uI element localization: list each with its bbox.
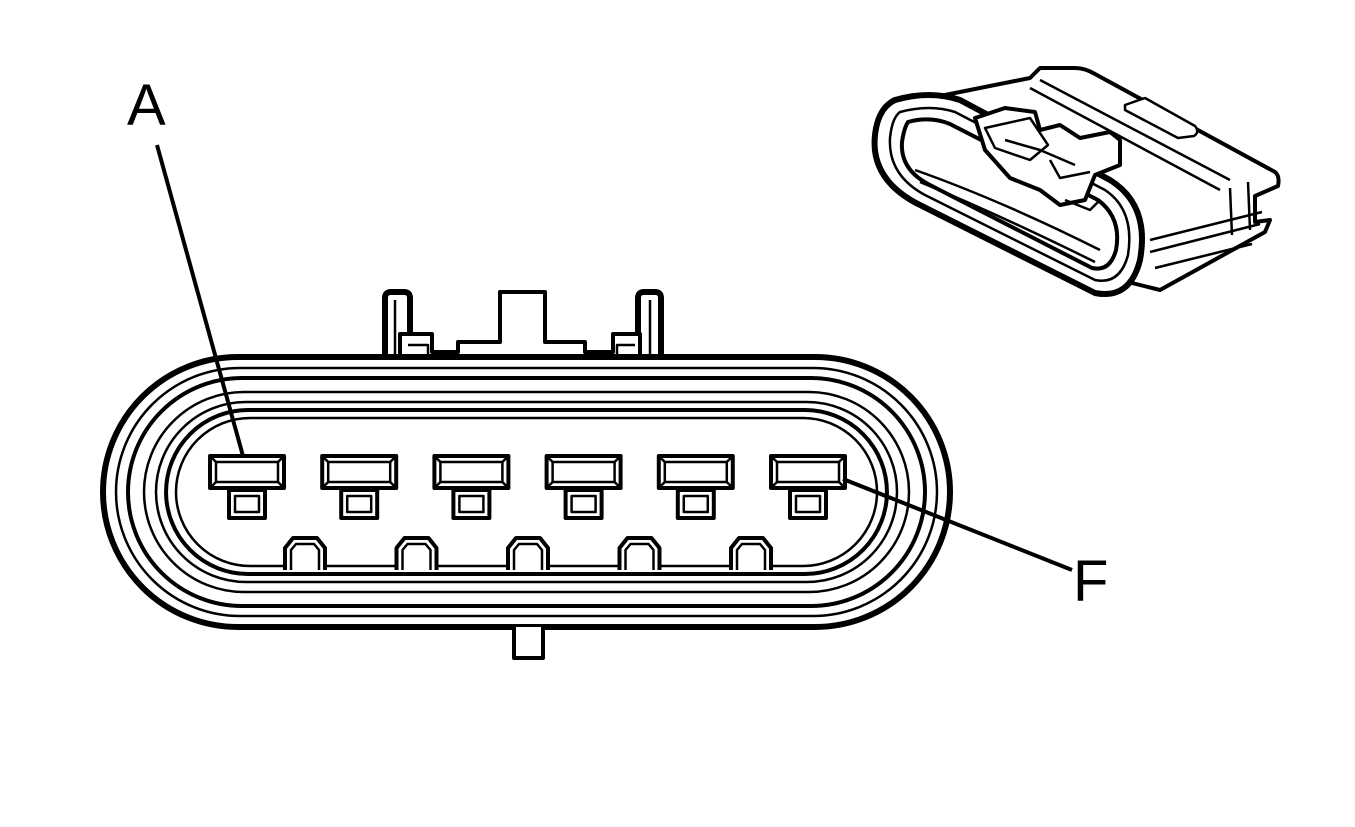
- polarization-key-inner: [401, 542, 432, 570]
- connector-isometric-view: [871, 66, 1281, 297]
- callout-a-leader: [155, 144, 245, 457]
- terminal-row: [208, 454, 847, 520]
- polarization-key-inner: [735, 542, 767, 570]
- bottom-alignment-post: [512, 627, 545, 660]
- polarization-key-inner: [624, 542, 655, 570]
- callout-f-label: F: [1073, 549, 1108, 614]
- seal-ring: [126, 376, 927, 608]
- center-key-ridge: [398, 290, 642, 360]
- polarization-key-inner: [512, 542, 544, 570]
- terminal-cavity: [208, 454, 286, 520]
- terminal-cavity: [769, 454, 847, 520]
- callout-f-leader: [842, 477, 1073, 572]
- terminal-cavity: [320, 454, 399, 520]
- terminal-cavity: [656, 454, 735, 520]
- inner-cavity: [164, 408, 889, 576]
- polarization-key-row: [283, 536, 773, 570]
- locking-tab-assembly: [382, 289, 664, 360]
- polarization-key-inner: [289, 542, 321, 570]
- terminal-cavity: [544, 454, 623, 520]
- terminal-cavity: [432, 454, 511, 520]
- callout-a-label: A: [127, 73, 166, 138]
